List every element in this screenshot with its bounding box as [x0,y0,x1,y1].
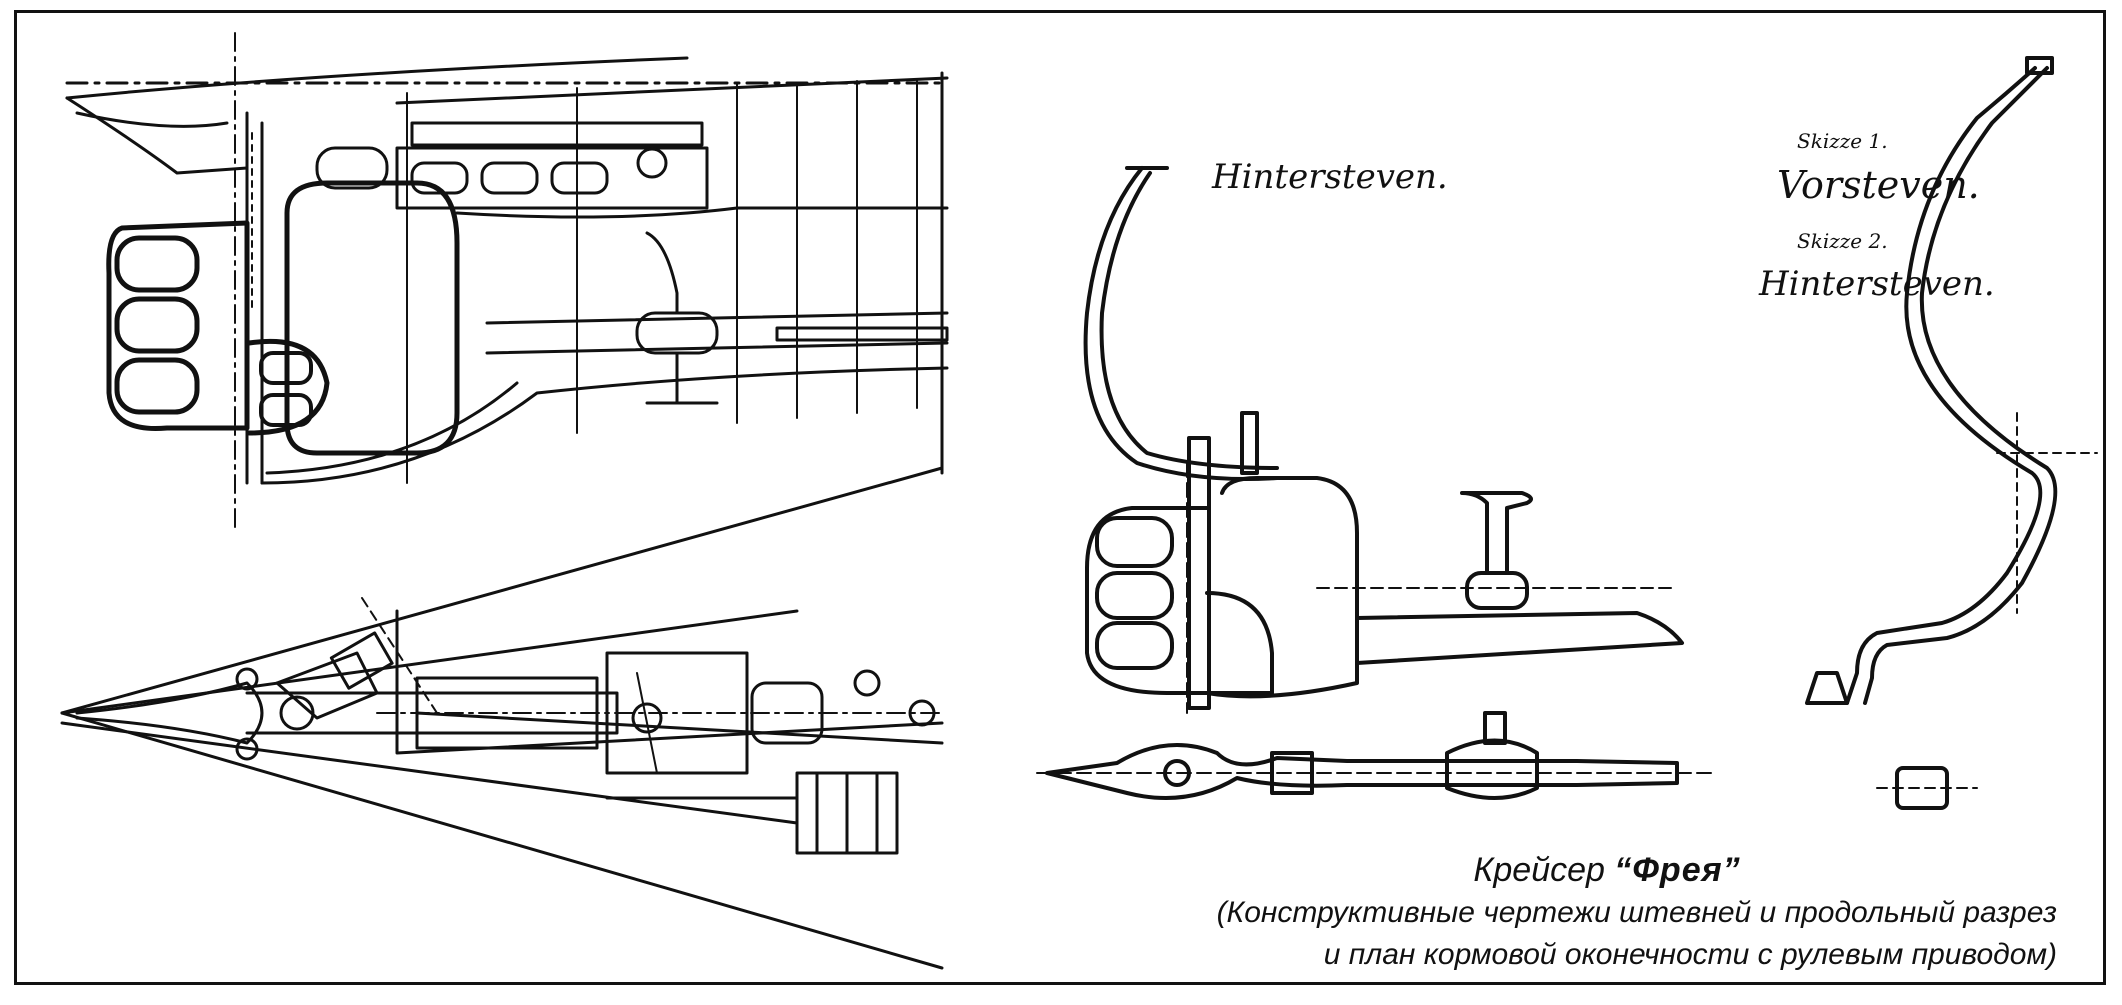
caption-line-2: и план кормовой оконечности с рулевым пр… [1323,938,2057,971]
skizze2-label: Skizze 2. [1797,229,1888,253]
figure-caption: Крейсер “Фрея” (Конструктивные чертежи ш… [1097,848,2057,976]
vorsteven-label: Vorsteven. [1777,163,1980,207]
caption-title-prefix: Крейсер [1473,851,1605,889]
hintersteven-left-label: Hintersteven. [1211,157,1448,197]
skizze1-label: Skizze 1. [1797,129,1888,153]
stem-profile [1805,56,2098,810]
figure-frame: Hintersteven. Skizze 1. Vorsteven. Skizz… [14,10,2106,985]
caption-title: Крейсер “Фрея” [1097,848,2057,892]
stem-drawings: Hintersteven. Skizze 1. Vorsteven. Skizz… [1017,13,2107,833]
rudder-plan [1036,711,1718,800]
sternpost-profile [1083,166,1684,714]
caption-line-1: (Конструктивные чертежи штевней и продол… [1216,896,2057,929]
stern-section-drawing [17,13,977,973]
hintersteven-right-label: Hintersteven. [1758,264,1995,304]
plan-view [60,466,944,970]
longitudinal-section [65,32,949,534]
caption-ship-name: “Фрея” [1614,851,1741,889]
